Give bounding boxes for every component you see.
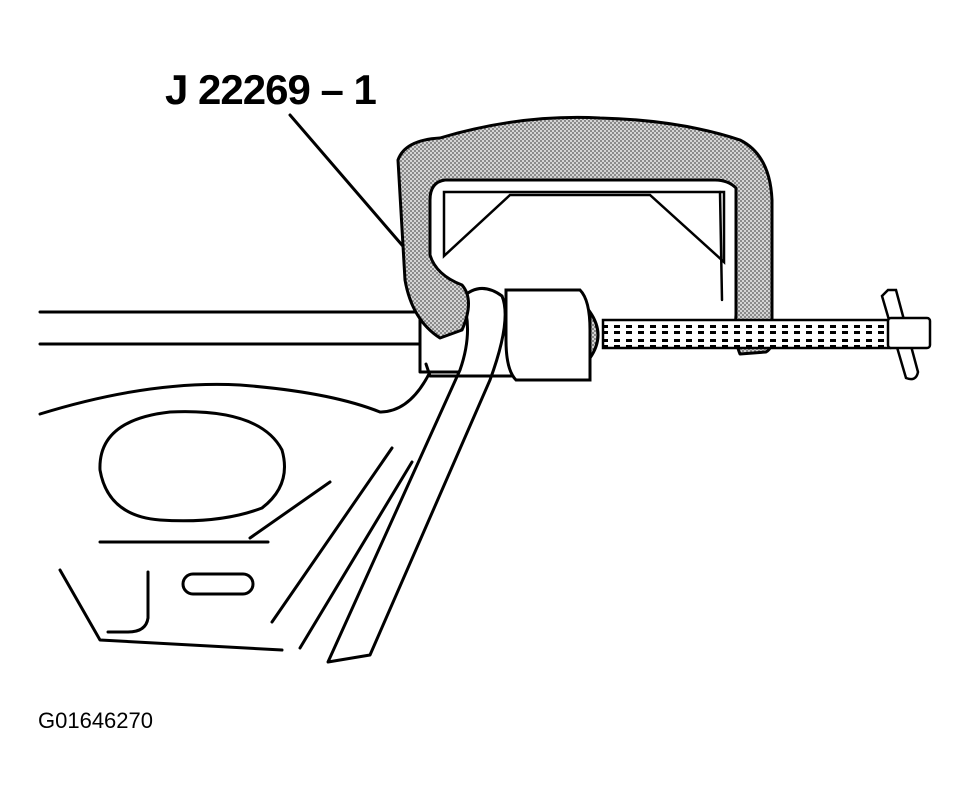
body-panel [38, 310, 472, 416]
clamp-pad [504, 288, 592, 382]
clamp-screw [601, 318, 892, 350]
figure-id: G01646270 [38, 708, 153, 733]
swivel-cap [588, 307, 600, 363]
leader-line [288, 113, 410, 254]
tool-callout-label: J 22269 – 1 [165, 66, 377, 113]
panel-contours [58, 446, 414, 652]
c-clamp-frame [396, 115, 775, 356]
pad-base [424, 362, 514, 378]
bracket-arm [326, 287, 507, 664]
t-handle [880, 288, 932, 381]
access-hole [98, 410, 286, 523]
